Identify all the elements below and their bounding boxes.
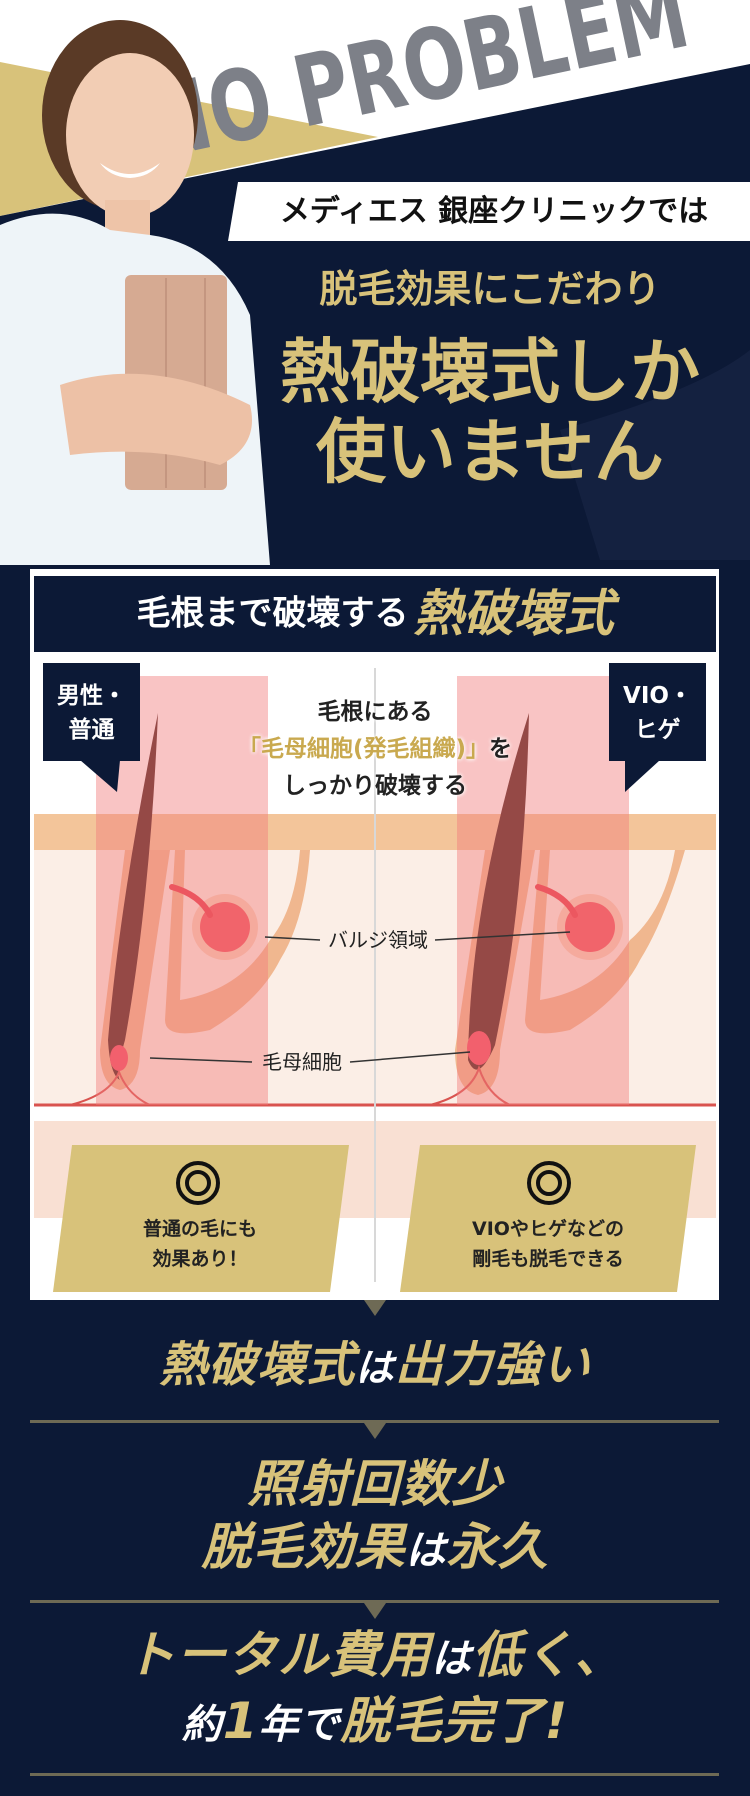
double-circle-icon: [176, 1161, 220, 1205]
center-text-rest: を: [489, 736, 513, 762]
card-left-bg: [53, 1145, 349, 1292]
label-bulge-region: バルジ領域: [328, 928, 428, 952]
hair-matrix-right: [467, 1031, 491, 1065]
divider: [30, 1420, 719, 1423]
point-text-segment: は: [431, 1636, 472, 1682]
arrow-down-icon: [364, 1603, 386, 1619]
point-text-segment: は: [405, 1528, 447, 1574]
point-2-line2: 脱毛効果は永久: [0, 1518, 750, 1580]
hero-line3: 使いません: [316, 411, 664, 493]
divider: [30, 1773, 719, 1776]
arrow-down-icon: [364, 1300, 386, 1316]
hair-shaft-left: [108, 713, 158, 1080]
hero-line1: 脱毛効果にこだわり: [319, 267, 661, 311]
clinic-ribbon-text: メディエス 銀座クリニックでは: [279, 194, 709, 229]
point-2-line1: 照射回数少: [0, 1455, 750, 1513]
card-left-line2: 効果あり！: [152, 1248, 248, 1270]
staff-photo: [0, 20, 270, 565]
panel-title-bar: 毛根まで破壊する 熱破壊式: [34, 576, 716, 652]
point-text-segment: 脱毛効果: [201, 1518, 406, 1576]
callout-left-line1: 男性・: [57, 683, 126, 709]
panel-title-emph: 熱破壊式: [413, 584, 614, 643]
hero-line2: 熱破壊式しか: [280, 331, 700, 413]
point-text-segment: 脱毛完了!: [340, 1692, 569, 1750]
point-text-segment: 照射回数少: [247, 1455, 503, 1513]
panel-title-prefix: 毛根まで破壊する: [136, 593, 409, 634]
callout-right-line1: VIO・: [623, 683, 692, 709]
callout-right-line2: ヒゲ: [634, 717, 681, 743]
center-text-line1: 毛根にある: [317, 699, 433, 725]
left-follicle: [69, 713, 310, 1106]
point-text-segment: 低く、: [472, 1626, 625, 1684]
callout-left: 男性・ 普通: [43, 663, 140, 761]
right-follicle: [429, 713, 685, 1106]
laser-column-right: [457, 676, 629, 1105]
point-text-segment: トータル費用: [125, 1626, 431, 1684]
callout-left-line2: 普通: [68, 717, 115, 743]
card-right-line2: 剛毛も脱毛できる: [472, 1248, 624, 1270]
card-right-bg: [400, 1145, 696, 1292]
point-text-segment: 約: [181, 1702, 223, 1748]
point-1: 熱破壊式は出力強い: [0, 1336, 750, 1398]
point-text-segment: 出力強い: [394, 1337, 591, 1393]
point-text-segment: 熱破壊式: [159, 1337, 356, 1393]
card-right-line1: VIOやヒゲなどの: [472, 1218, 624, 1240]
point-text-segment: 永久: [446, 1518, 549, 1576]
label-hair-matrix: 毛母細胞: [262, 1050, 342, 1074]
point-text-segment: 1: [222, 1692, 259, 1750]
card-left-line1: 普通の毛にも: [142, 1218, 257, 1240]
hair-matrix-left: [110, 1045, 128, 1071]
hair-shaft-right: [468, 713, 529, 1070]
point-text-segment: は: [355, 1346, 395, 1391]
center-text-line3: しっかり破壊する: [283, 773, 467, 799]
point-3-line1: トータル費用は低く、: [0, 1626, 750, 1688]
center-explanation: 毛根にある 「毛母細胞(発毛組織)」を しっかり破壊する: [175, 694, 575, 805]
card-left-text: 普通の毛にも 効果あり！: [60, 1214, 340, 1274]
arrow-down-icon: [364, 1423, 386, 1439]
center-text-emph: 「毛母細胞(発毛組織)」: [237, 736, 490, 762]
divider: [30, 1600, 719, 1603]
point-3-line2: 約1年で脱毛完了!: [0, 1692, 750, 1754]
double-circle-icon: [527, 1161, 571, 1205]
hair-follicle-diagram: [34, 668, 716, 1292]
clinic-ribbon: [228, 182, 750, 241]
callout-right: VIO・ ヒゲ: [609, 663, 706, 761]
point-text-segment: 年で: [258, 1702, 341, 1748]
card-right-text: VIOやヒゲなどの 剛毛も脱毛できる: [408, 1214, 688, 1274]
